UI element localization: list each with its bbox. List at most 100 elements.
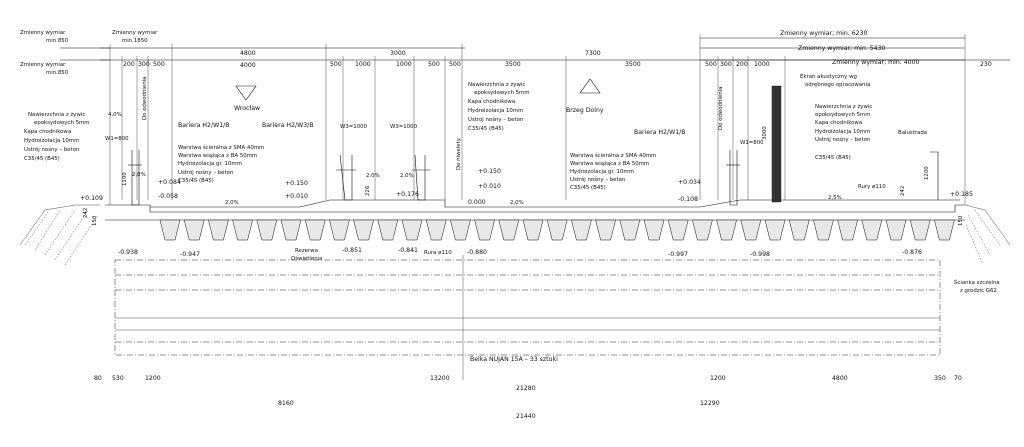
annotation-e-p0034: +0.034 [678,179,701,186]
annotation-d200b: 200 [736,61,748,68]
annotation-b8160: 8160 [278,400,294,407]
annotation-top-left-min-3: min.850 [46,70,69,76]
annotation-slope-25: 2,5% [828,195,842,201]
girder-section [764,219,786,241]
annotation-r-min5430: Zmienny wymiar; min. 5430 [798,45,886,52]
annotation-w1-800: W1=800 [105,136,129,142]
girder-section [934,219,955,241]
annotation-d1000b: 1000 [396,61,412,68]
annotation-d4800-left: 4800 [240,50,256,57]
arrow-wroclaw-icon [235,85,257,101]
annotation-warstwa-sc: Warstwa ścieralna z SMA 40mm [178,144,264,151]
girder-section [474,219,495,241]
annotation-nawierzchnia-r: Nawierzchnia z żywic [815,104,872,110]
girder-section [595,219,616,241]
annotation-d3500b: 3500 [625,61,641,68]
annotation-hydro-gr: Hydroizolacja gr. 10mm [178,161,242,167]
girder-section [256,219,278,241]
annotation-e-p0185: +0.185 [950,191,973,198]
annotation-hydro-r: Hydroizolacja 10mm [815,129,870,135]
girder-section [498,219,520,241]
annotation-d226: 226 [365,185,371,196]
annotation-b350: 350 [934,375,946,382]
annotation-c35-rr: C35/45 (B45) [815,155,851,161]
annotation-d500b: 500 [330,61,342,68]
annotation-d1000c: 1000 [754,61,770,68]
annotation-ekran2: odrębnego opracowania [805,82,870,88]
girder-section [692,219,713,241]
annotation-b530: 530 [112,375,124,382]
annotation-wroclaw: Wrocław [234,105,260,112]
annotation-ustroj-l: Ustrój nośny – beton [24,146,79,153]
annotation-d1100-v: 1100 [122,172,128,186]
annotation-nawierzchnia-l: Nawierzchnia z żywic [28,112,85,118]
annotation-e-0000: 0.000 [468,199,486,206]
annotation-hydro-gr-r: Hydroizolacja gr. 10mm [570,169,634,175]
annotation-kapa-c: Kapa chodnikowa [468,99,515,105]
annotation-brzeg-dolny: Brzeg Dolny [566,107,604,114]
annotation-slope-2c: 2,0% [400,173,414,179]
annotation-b70: 70 [954,375,962,382]
annotation-c35-c: C35/45 (B45) [468,126,504,132]
annotation-scianka2: z grodzic G62 [960,288,997,294]
girder-section [353,219,374,241]
annotation-ekran: Ekran akustyczny wg [800,74,857,80]
annotation-c35-l: C35/45 (B45) [24,156,60,162]
annotation-slope-2a: 2,0% [225,200,239,206]
annotation-e-m0876: -0.876 [902,249,922,256]
annotation-d1200-v: 1200 [924,166,930,180]
annotation-d300: 300 [138,61,150,68]
annotation-warstwa-sc-r: Warstwa ścieralna z SMA 40mm [570,152,656,159]
annotation-d200: 200 [123,61,135,68]
girder-section [522,219,544,241]
annotation-d500c: 500 [428,61,440,68]
annotation-slope-2e: 2,0% [132,172,146,178]
annotation-slope-2d: 2,0% [510,200,524,206]
annotation-d242-l: 242 [83,208,89,218]
girder-section [183,219,205,241]
annotation-kapa-r: Kapa chodnikowa [815,120,862,126]
annotation-e-p0150a: +0.150 [285,180,308,187]
girder-section [788,219,810,241]
annotation-ustroj-c: Ustrój nośny – beton [468,116,523,123]
annotation-d300b: 300 [720,61,732,68]
annotation-d4000: 4000 [240,62,256,69]
barrier-mid-right [412,154,430,201]
girder-section [740,219,762,241]
annotation-do-odwodnienia-r: Do odwodnienia [718,87,724,130]
annotation-e-m0058: -0.058 [158,193,178,200]
annotation-e-p0150b: +0.150 [478,168,501,175]
annotation-rezerwa: Rezerwa [295,248,318,254]
annotation-d500a: 500 [153,61,165,68]
annotation-b1200b: 1200 [710,375,726,382]
annotation-r-min4000: Zmienny wymiar; min. 4000 [832,59,920,66]
annotation-ustroj-r: Ustrój nośny – beton [570,176,625,183]
annotation-e-m0841: -0.841 [398,247,418,254]
annotation-d500e: 500 [705,61,717,68]
annotation-e-m0938: -0.938 [118,249,138,256]
girder-section [401,219,423,241]
girder-section [280,219,302,241]
annotation-c35-r: C35/45 (B45) [570,185,606,191]
annotation-nawierzchnia-c: Nawierzchnia z żywic [468,82,525,88]
annotation-d500d: 500 [449,61,461,68]
annotation-slope-4: 4,0% [108,112,122,118]
annotation-e-m0947: -0.947 [180,251,200,258]
girder-section [232,219,253,241]
annotation-bariera-h2w1b-r: Bariera H2/W1/B [634,129,685,136]
annotation-d230: 230 [980,61,992,68]
girder-section [813,219,834,241]
annotation-belka: Belka NUJAN 15A – 33 sztuki [470,356,558,363]
annotation-d1000a: 1000 [355,61,371,68]
annotation-b4800: 4800 [832,375,848,382]
annotation-e-m0997: -0.997 [668,251,688,258]
girder-section [304,219,326,241]
annotation-w1-800-r: W1=800 [740,140,764,146]
annotation-oswietlenia: Oświetlenia [291,255,322,262]
girder-section [329,219,350,241]
annotation-d150-r: 150 [958,215,964,226]
girder-section [159,219,181,241]
annotation-epoksydowych-c: epoksydowych 5mm [474,90,530,96]
annotation-warstwa-wi-r: Warstwa wiążąca z BA 50mm [570,161,649,167]
